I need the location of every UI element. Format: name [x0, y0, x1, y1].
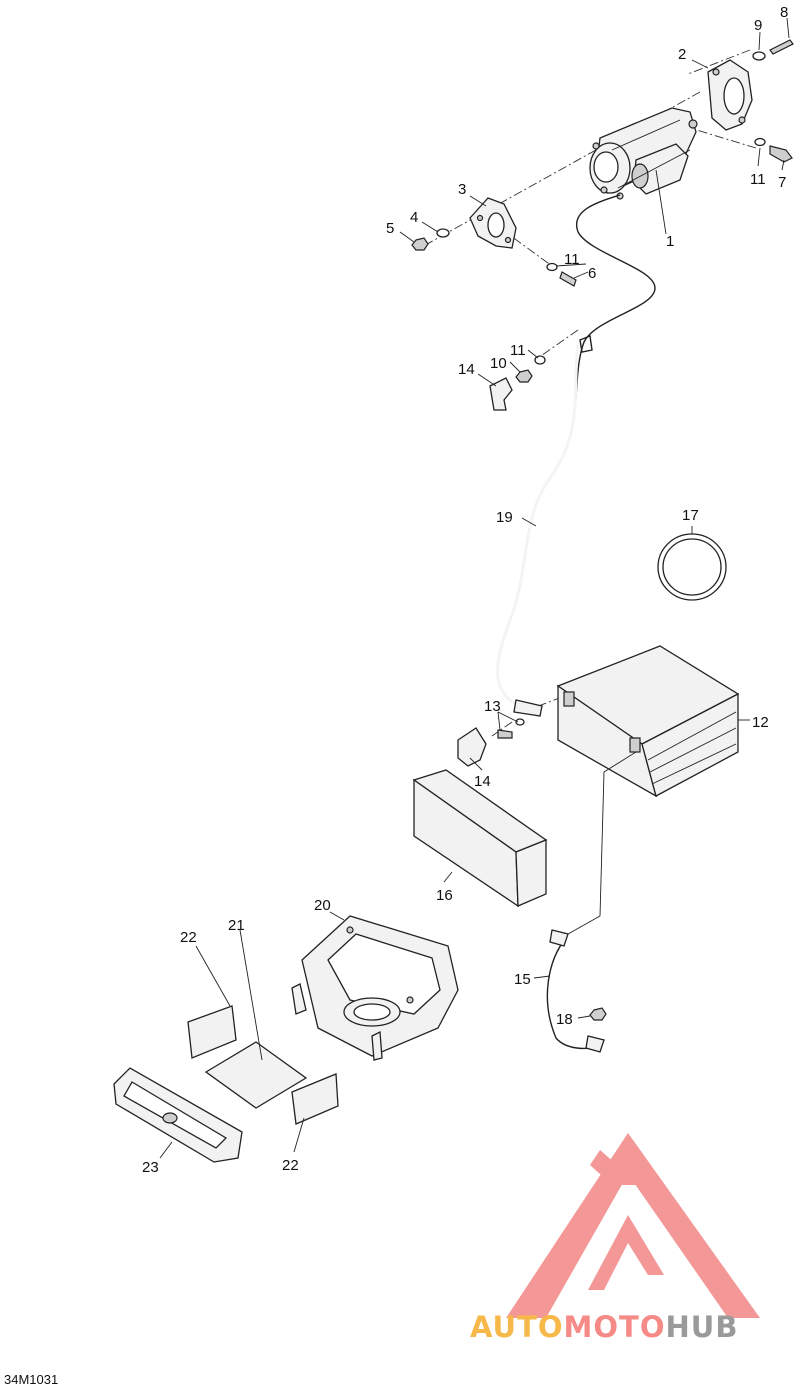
callout-11-cable: 11	[510, 342, 526, 359]
battery	[556, 645, 740, 798]
callout-2: 2	[678, 46, 686, 63]
rear-bracket	[707, 59, 753, 131]
positive-cable	[496, 194, 656, 717]
hardware	[411, 39, 794, 1021]
starter-motor	[589, 107, 698, 200]
leader-lines	[159, 17, 790, 1159]
callout-14-lower: 14	[474, 773, 491, 790]
pad-right	[291, 1073, 339, 1125]
watermark-triangle-icon	[506, 1133, 760, 1318]
callout-3: 3	[458, 181, 466, 198]
callout-11-bracket: 11	[564, 251, 580, 268]
cover	[113, 1067, 243, 1163]
terminal-cap-lower	[457, 727, 487, 767]
callout-20: 20	[314, 897, 331, 914]
assembly-lines	[419, 49, 757, 737]
callout-4: 4	[410, 209, 418, 226]
callout-labels: 1 2 3 4 5 6 7 8 9 10 11 11 11 12 13 14 1…	[142, 4, 788, 1176]
callout-6: 6	[588, 265, 596, 282]
callout-23: 23	[142, 1159, 159, 1176]
negative-cable	[546, 751, 637, 1053]
watermark-logo: AUTOMOTOHUB	[470, 1133, 760, 1344]
callout-19: 19	[496, 509, 513, 526]
pad-left	[187, 1005, 237, 1059]
callout-22-left: 22	[180, 929, 197, 946]
callout-8: 8	[780, 4, 788, 21]
callout-12: 12	[752, 714, 769, 731]
callout-7: 7	[778, 174, 786, 191]
front-bracket	[469, 197, 517, 249]
callout-17: 17	[682, 507, 699, 524]
callout-15: 15	[514, 971, 531, 988]
callout-10: 10	[490, 355, 507, 372]
callout-21: 21	[228, 917, 245, 934]
callout-9: 9	[754, 17, 762, 34]
watermark-moto: MOTO	[564, 1310, 666, 1344]
callout-13: 13	[484, 698, 501, 715]
terminal-cap-upper	[489, 377, 513, 411]
callout-14-upper: 14	[458, 361, 475, 378]
callout-16: 16	[436, 887, 453, 904]
callout-22-right: 22	[282, 1157, 299, 1174]
battery-tray	[291, 915, 459, 1061]
drawing-reference-code: 34M1031	[4, 1372, 58, 1387]
watermark-auto: AUTO	[470, 1310, 564, 1344]
sheet	[204, 1041, 308, 1109]
svg-text:AUTOMOTOHUB: AUTOMOTOHUB	[470, 1310, 738, 1344]
callout-1: 1	[666, 233, 674, 250]
callout-18: 18	[556, 1011, 573, 1028]
foam-pad	[412, 769, 548, 908]
callout-11-starter: 11	[750, 171, 766, 188]
watermark-hub: HUB	[666, 1310, 739, 1344]
rubber-ring	[657, 533, 727, 601]
callout-5: 5	[386, 220, 394, 237]
